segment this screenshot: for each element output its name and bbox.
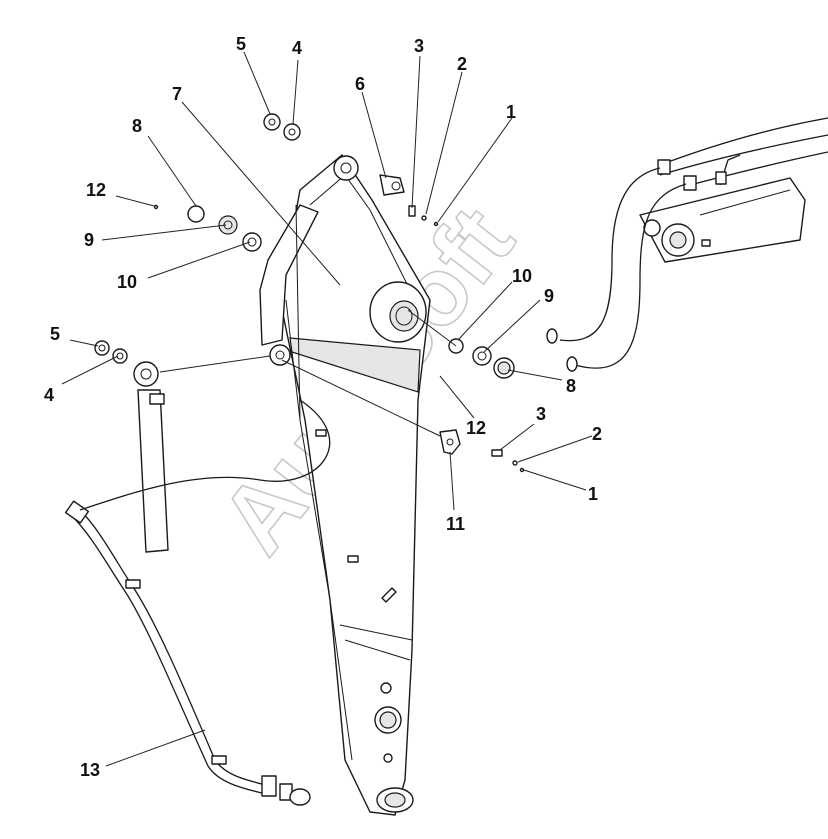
callouts: 1 2 3 4 5 6 7 8 9 10 12 5 4 10 9 8 12 3 … [44,34,602,780]
callout-2-top: 2 [457,54,467,74]
boom-arm [259,154,431,816]
callout-1-top: 1 [506,102,516,122]
callout-13: 13 [80,760,100,780]
callout-8-right: 8 [566,376,576,396]
callout-4-left: 4 [44,385,54,405]
callout-5-left: 5 [50,324,60,344]
callout-1-right: 1 [588,484,598,504]
callout-9-right: 9 [544,286,554,306]
callout-6: 6 [355,74,365,94]
leader-lines [61,51,593,767]
hardware-left [94,340,128,364]
callout-9-top: 9 [84,230,94,250]
callout-12-top: 12 [86,180,106,200]
upper-right-arm [546,117,828,372]
callout-12-right: 12 [466,418,486,438]
left-cylinder [133,361,169,553]
callout-8-top: 8 [132,116,142,136]
callout-10-top: 10 [117,272,137,292]
hardware-right [439,338,525,473]
hydraulic-line [64,399,331,806]
callout-2-right: 2 [592,424,602,444]
callout-3-right: 3 [536,404,546,424]
callout-11: 11 [446,514,465,534]
callout-10-right: 10 [512,266,532,286]
callout-5-top: 5 [236,34,246,54]
callout-3-top: 3 [414,36,424,56]
hardware-top [153,113,439,252]
callout-4-top: 4 [292,38,302,58]
callout-7: 7 [172,84,182,104]
